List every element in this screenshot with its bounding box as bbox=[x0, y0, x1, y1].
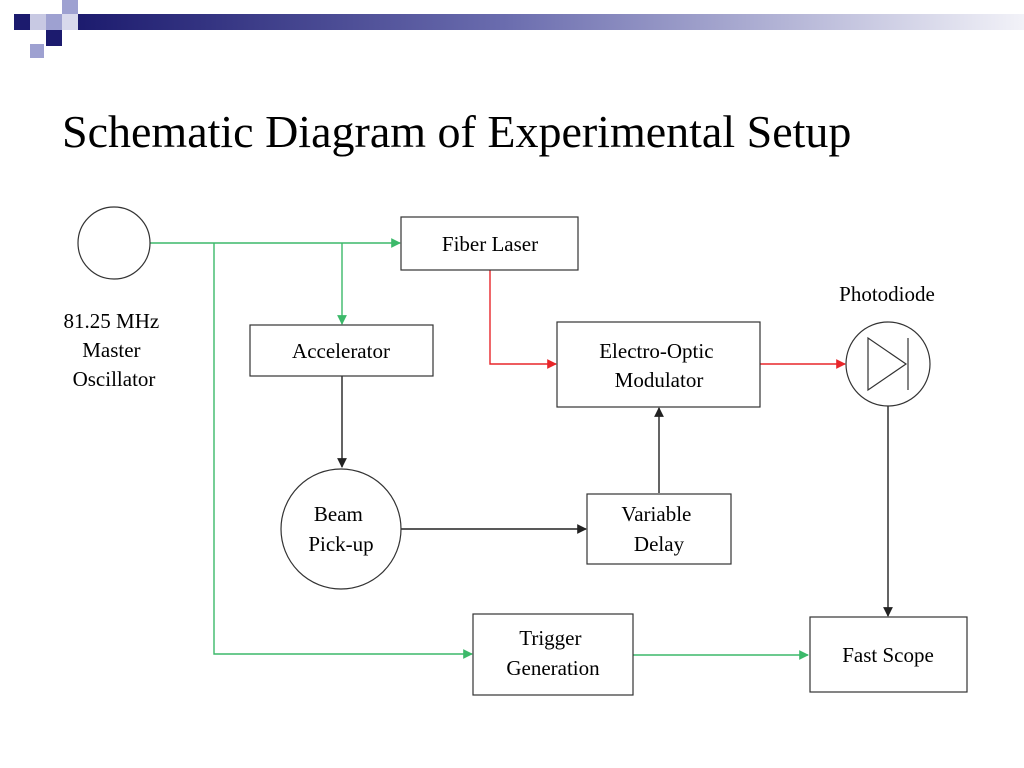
eom-label-line2: Modulator bbox=[615, 368, 704, 392]
eom-box bbox=[556, 321, 761, 408]
variable-delay-label-line2: Delay bbox=[634, 532, 685, 556]
fast-scope-label: Fast Scope bbox=[842, 643, 934, 667]
svg-text:Variable Delay: Variable Delay bbox=[621, 502, 696, 556]
svg-text:81.25 MHz Master O: 81.25 MHz Master Oscillator bbox=[64, 309, 165, 391]
diode-symbol-icon bbox=[867, 336, 909, 392]
connections bbox=[150, 238, 893, 660]
trigger-label-line1: Trigger bbox=[519, 626, 581, 650]
svg-text:Trigger Generation: Trigger Generation bbox=[506, 626, 600, 680]
decor-square bbox=[14, 14, 30, 30]
svg-text:Fiber Laser: Fiber Laser bbox=[442, 232, 538, 256]
node-trigger: Trigger Generation bbox=[472, 613, 634, 696]
decor-square bbox=[30, 14, 46, 30]
svg-text:Beam Pick-up: Beam Pick-up bbox=[308, 502, 373, 556]
fiber-laser-box bbox=[400, 216, 579, 271]
decor-square bbox=[30, 44, 44, 58]
node-oscillator: 81.25 MHz Master Oscillator bbox=[64, 206, 165, 391]
node-accelerator: Accelerator bbox=[249, 324, 434, 377]
oscillator-label-line3: Oscillator bbox=[73, 367, 156, 391]
node-variable-delay: Variable Delay bbox=[586, 493, 732, 565]
svg-text:Photodiode: Photodiode bbox=[839, 282, 935, 306]
oscillator-circle bbox=[77, 206, 151, 280]
accelerator-box bbox=[249, 324, 434, 377]
variable-delay-label-line1: Variable bbox=[621, 502, 691, 526]
decor-square bbox=[46, 30, 62, 46]
svg-text:Accelerator: Accelerator bbox=[292, 339, 390, 363]
decor-square bbox=[62, 0, 78, 14]
decor-bar bbox=[77, 14, 1024, 30]
node-photodiode: Photodiode bbox=[839, 282, 935, 407]
oscillator-label-line2: Master bbox=[82, 338, 140, 362]
accelerator-label: Accelerator bbox=[292, 339, 390, 363]
node-fiber-laser: Fiber Laser bbox=[400, 216, 579, 271]
node-eom: Electro-Optic Modulator bbox=[556, 321, 761, 408]
trigger-label-line2: Generation bbox=[506, 656, 600, 680]
fiber-laser-label: Fiber Laser bbox=[442, 232, 538, 256]
trigger-box bbox=[472, 613, 634, 696]
eom-label-line1: Electro-Optic bbox=[599, 339, 713, 363]
beam-pickup-circle bbox=[280, 468, 402, 590]
decor-square bbox=[46, 14, 62, 30]
beam-pickup-label-line2: Pick-up bbox=[308, 532, 373, 556]
edge-fiber-laser-to-eom bbox=[489, 270, 557, 369]
svg-text:Electro-Optic Modulator: Electro-Optic Modulator bbox=[599, 339, 719, 392]
oscillator-label-line1: 81.25 MHz bbox=[64, 309, 160, 333]
variable-delay-box bbox=[586, 493, 732, 565]
edge-oscillator-to-trigger bbox=[213, 243, 473, 659]
svg-text:Fast Scope: Fast Scope bbox=[842, 643, 934, 667]
decor-square bbox=[62, 14, 78, 30]
fast-scope-box bbox=[809, 616, 968, 693]
slide-title: Schematic Diagram of Experimental Setup bbox=[62, 106, 852, 157]
photodiode-circle bbox=[845, 321, 931, 407]
node-fast-scope: Fast Scope bbox=[809, 616, 968, 693]
photodiode-label: Photodiode bbox=[839, 282, 935, 306]
header-decoration bbox=[14, 0, 1024, 58]
beam-pickup-label-line1: Beam bbox=[314, 502, 363, 526]
node-beam-pickup: Beam Pick-up bbox=[280, 468, 402, 590]
